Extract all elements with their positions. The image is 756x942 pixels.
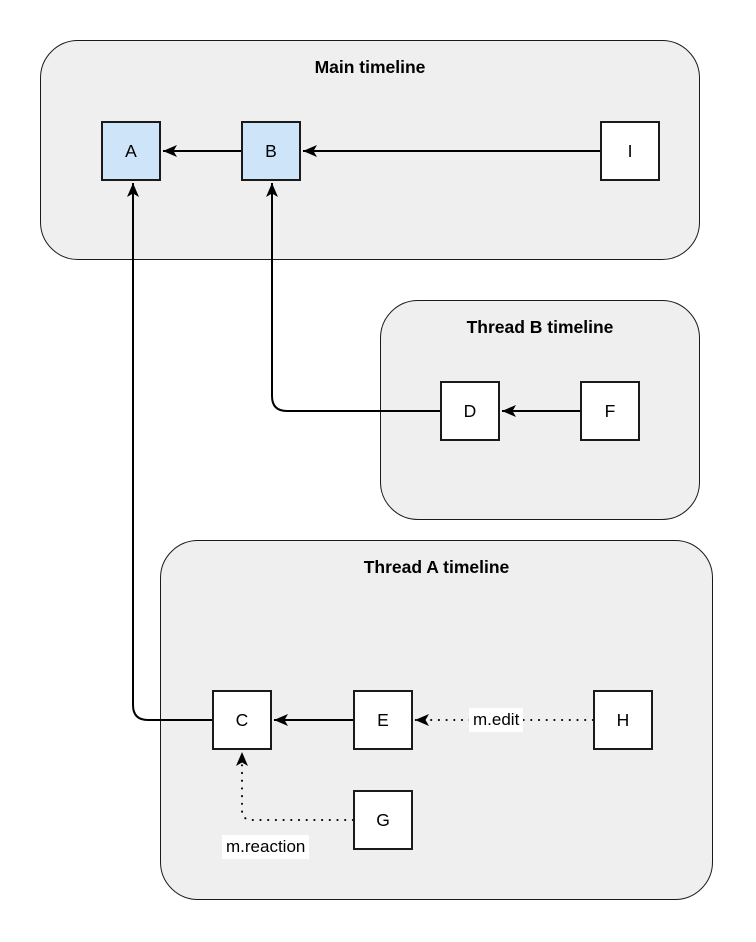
node-event-i: I [600, 121, 660, 181]
node-label-b: B [265, 140, 277, 161]
node-event-e: E [353, 690, 413, 750]
edge-label-m-reaction: m.reaction [222, 835, 310, 859]
node-event-c: C [212, 690, 272, 750]
node-label-a: A [125, 140, 137, 161]
container-thread-b-timeline: Thread B timeline [380, 300, 700, 520]
node-event-d: D [440, 381, 500, 441]
node-event-h: H [593, 690, 653, 750]
edge-label-m-edit: m.edit [469, 708, 524, 732]
node-label-g: G [376, 809, 390, 830]
node-label-f: F [604, 400, 616, 421]
container-title-main-timeline: Main timeline [314, 57, 426, 77]
node-event-a: A [101, 121, 161, 181]
node-event-f: F [580, 381, 640, 441]
node-label-e: E [377, 709, 389, 730]
node-event-b: B [241, 121, 301, 181]
node-label-i: I [627, 140, 633, 161]
node-label-h: H [616, 709, 630, 730]
container-title-thread-b-timeline: Thread B timeline [466, 317, 614, 337]
node-label-d: D [463, 400, 477, 421]
container-title-thread-a-timeline: Thread A timeline [363, 557, 510, 577]
node-label-c: C [235, 709, 249, 730]
node-event-g: G [353, 790, 413, 850]
